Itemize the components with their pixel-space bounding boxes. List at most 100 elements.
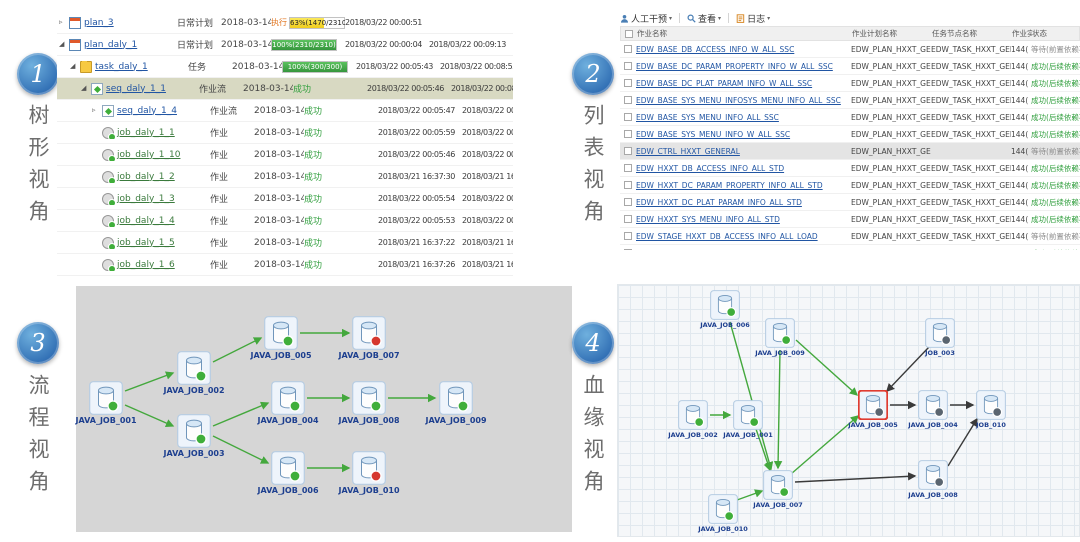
job-name-link[interactable]: EDW_HXXT_DB_ACCESS_INFO_ALL_STD [636,163,785,173]
dag-node[interactable]: JAVA_JOB_007 [753,470,803,509]
column-header[interactable]: 作业名称 [637,29,667,38]
dag-node[interactable]: JAVA_JOB_009 [425,381,487,425]
dag-node[interactable]: JAVA_JOB_005 [848,389,898,429]
tree-node-link[interactable]: job_daly_1_4 [117,215,175,226]
dag-node[interactable]: JAVA_JOB_010 [698,494,748,533]
table-row[interactable]: EDW_BASE_SYS_MENU_INFOSYS_MENU_INFO_ALL_… [620,92,1080,109]
log-button[interactable]: 日志 ▾ [736,12,770,25]
checkbox-icon[interactable] [624,62,632,70]
manual-intervention-button[interactable]: 人工干预 ▾ [620,12,672,25]
checkbox-icon[interactable] [624,164,632,172]
dag-node[interactable]: JAVA_JOB_005 [250,316,312,360]
tree-node-link[interactable]: task_daly_1 [95,61,148,72]
checkbox-icon[interactable] [624,79,632,87]
dag-node[interactable]: JAVA_JOB_004 [908,390,958,429]
row-checkbox[interactable] [620,164,636,172]
dag-node[interactable]: JAVA_JOB_001 [723,400,773,439]
row-checkbox[interactable] [620,62,636,70]
table-row[interactable]: EDW_CTRL_HXXT_GENERALEDW_PLAN_HXXT_GENER… [620,143,1080,160]
dag-node[interactable]: JAVA_JOB_002 [163,351,225,395]
tree-node-link[interactable]: plan_daly_1 [84,39,138,50]
job-name-link[interactable]: EDW_BASE_SYS_MENU_INFO_ALL_SSC [636,112,779,122]
dag-node[interactable]: JAVA_JOB_001 [75,381,137,425]
dag-node[interactable]: JAVA_JOB_010 [338,451,400,495]
view-button[interactable]: 查看 ▾ [687,12,721,25]
tree-node-link[interactable]: job_daly_1_10 [117,149,181,160]
row-checkbox[interactable] [620,249,636,250]
dag-node[interactable]: JAVA_JOB_008 [908,460,958,499]
dag-node[interactable]: JOB_010 [976,390,1006,429]
job-name-link[interactable]: EDW_BASE_SYS_MENU_INFO_W_ALL_SSC [636,129,791,139]
row-checkbox[interactable] [620,79,636,87]
row-checkbox[interactable] [620,232,636,240]
row-checkbox[interactable] [620,147,636,155]
checkbox-icon[interactable] [624,147,632,155]
column-header[interactable]: 作业实例 [1012,29,1032,38]
expand-arrow-icon[interactable]: ▹ [59,18,63,26]
row-checkbox[interactable] [620,181,636,189]
dag-node[interactable]: JAVA_JOB_003 [163,414,225,458]
job-name-link[interactable]: EDW_HXXT_DC_PLAT_PARAM_INFO_ALL_STD [636,197,802,207]
job-name-link[interactable]: EDW_HXXT_SYS_MENU_INFO_ALL_STD [636,214,780,224]
expand-arrow-icon[interactable]: ◢ [81,84,87,92]
checkbox-icon[interactable] [624,198,632,206]
job-name-link[interactable]: EDW_HXXT_DC_PARAM_PROPERTY_INFO_ALL_STD [636,180,823,190]
checkbox-icon[interactable] [624,45,632,53]
dag-node[interactable]: JOB_003 [925,318,955,357]
tree-node-link[interactable]: seq_daly_1_4 [117,105,177,116]
row-checkbox[interactable] [620,130,636,138]
dag-node[interactable]: JAVA_JOB_008 [338,381,400,425]
column-header[interactable]: 状态 [1032,29,1047,38]
tree-node-link[interactable]: plan_3 [84,17,114,28]
checkbox-icon[interactable] [624,181,632,189]
checkbox-icon[interactable] [624,249,632,250]
job-name-link[interactable]: EDW_CTRL_HXXT_GENERAL [636,146,740,156]
checkbox-icon[interactable] [624,113,632,121]
row-checkbox[interactable] [620,198,636,206]
checkbox-icon[interactable] [624,232,632,240]
tree-node-link[interactable]: job_daly_1_3 [117,193,175,204]
tree-node-link[interactable]: job_daly_1_1 [117,127,175,138]
dag-node[interactable]: JAVA_JOB_006 [700,290,750,329]
tree-node-link[interactable]: seq_daly_1_1 [106,83,166,94]
dag-node[interactable]: JAVA_JOB_007 [338,316,400,360]
job-name-link[interactable]: EDW_BASE_SYS_MENU_INFOSYS_MENU_INFO_ALL_… [636,95,841,105]
job-name-link[interactable]: EDW_BASE_DC_PARAM_PROPERTY_INFO_W_ALL_SS… [636,61,833,71]
expand-arrow-icon[interactable]: ▹ [92,106,96,114]
row-checkbox[interactable] [620,96,636,104]
job-name-link[interactable]: EDW_BASE_DB_ACCESS_INFO_W_ALL_SSC [636,44,795,54]
job-name-link[interactable]: EDW_STAGE_HXXT_DC_PARAM_PROPERTY_INFO_AL… [636,249,851,251]
dag-node[interactable]: JAVA_JOB_004 [257,381,319,425]
column-header[interactable]: 作业计划名称 [852,29,897,38]
job-name-link[interactable]: EDW_STAGE_HXXT_DB_ACCESS_INFO_ALL_LOAD [636,231,818,241]
column-header[interactable]: 任务节点名称 [932,29,977,38]
checkbox-icon[interactable] [625,29,633,38]
dag-node[interactable]: JAVA_JOB_002 [668,400,718,439]
select-all-checkbox[interactable] [621,29,637,38]
job-name-link[interactable]: EDW_BASE_DC_PLAT_PARAM_INFO_W_ALL_SSC [636,78,813,88]
dag-node[interactable]: JAVA_JOB_009 [755,318,805,357]
table-row[interactable]: EDW_STAGE_HXXT_DC_PARAM_PROPERTY_INFO_AL… [620,245,1080,250]
dag-node[interactable]: JAVA_JOB_006 [257,451,319,495]
